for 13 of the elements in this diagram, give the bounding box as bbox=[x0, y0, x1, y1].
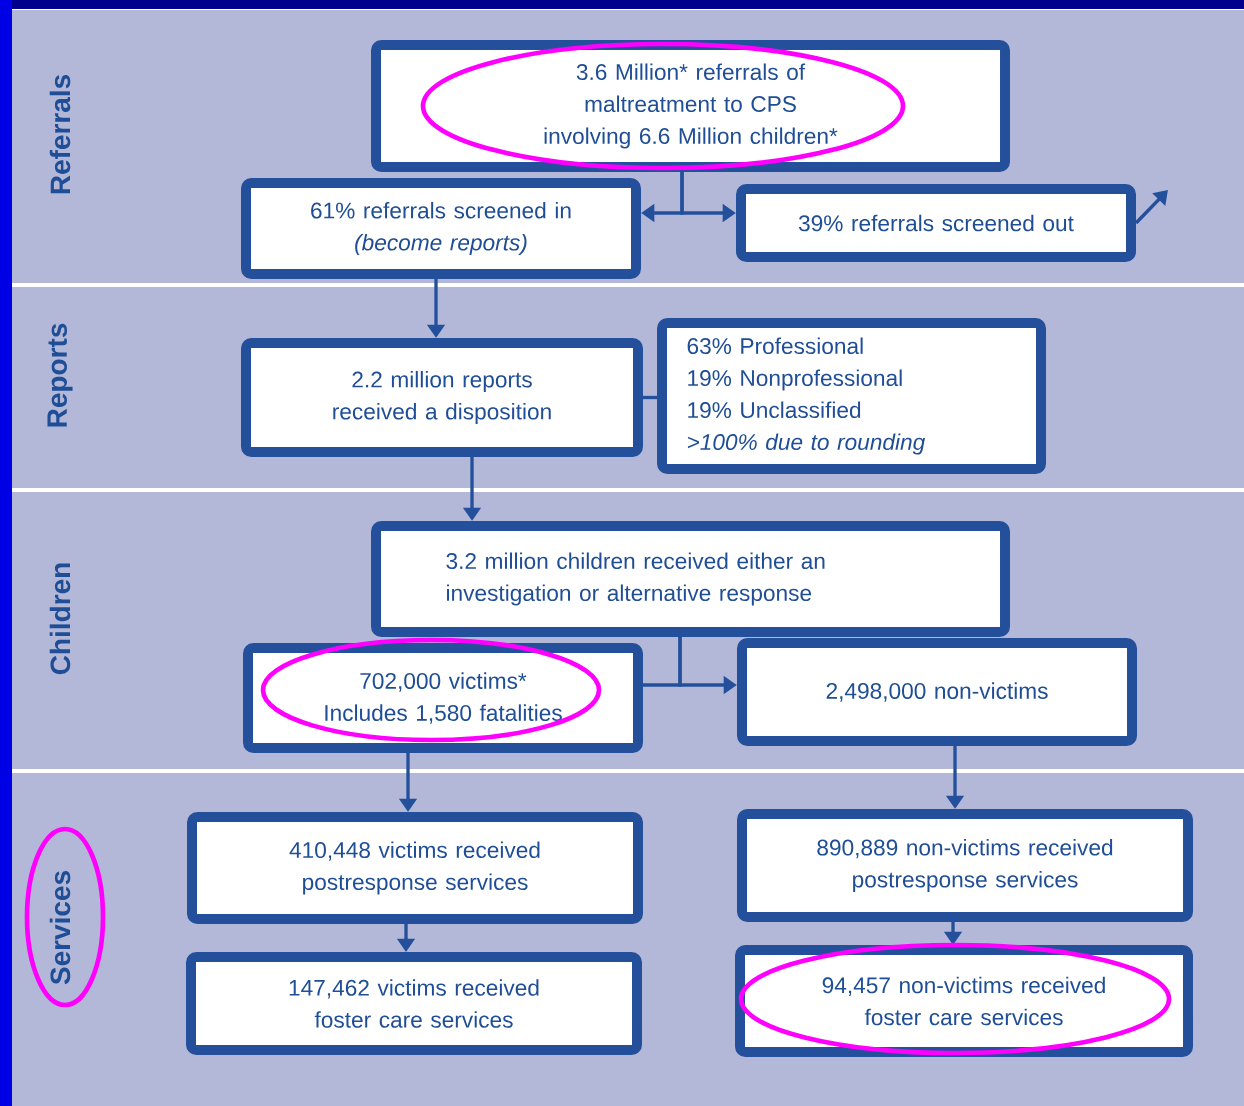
arrow bbox=[1134, 190, 1168, 225]
text-box: 2.2 million reports received a disposition bbox=[241, 338, 643, 457]
text-box: 147,462 victims received foster care services bbox=[186, 952, 642, 1055]
text-box: 61% referrals screened in (become reports) bbox=[241, 178, 641, 279]
text-box: 2,498,000 non-victims bbox=[737, 638, 1137, 746]
text-box: 410,448 victims received postresponse services bbox=[187, 812, 643, 924]
text-box: 39% referrals screened out bbox=[736, 184, 1136, 262]
text-box: 890,889 non-victims received postresponse services bbox=[737, 809, 1193, 922]
text-box: 3.2 million children received either an investigation or alternative response bbox=[371, 521, 1010, 637]
text-box: 63% Professional 19% Nonprofessional 19% Unclassified >100% due to rounding bbox=[657, 318, 1046, 474]
text-box: 94,457 non-victims received foster care services bbox=[735, 945, 1193, 1057]
text-box: 702,000 victims* Includes 1,580 fatalities bbox=[243, 643, 643, 753]
text-box: 3.6 Million* referrals of maltreatment to CPS involving 6.6 Million children* bbox=[371, 40, 1010, 172]
